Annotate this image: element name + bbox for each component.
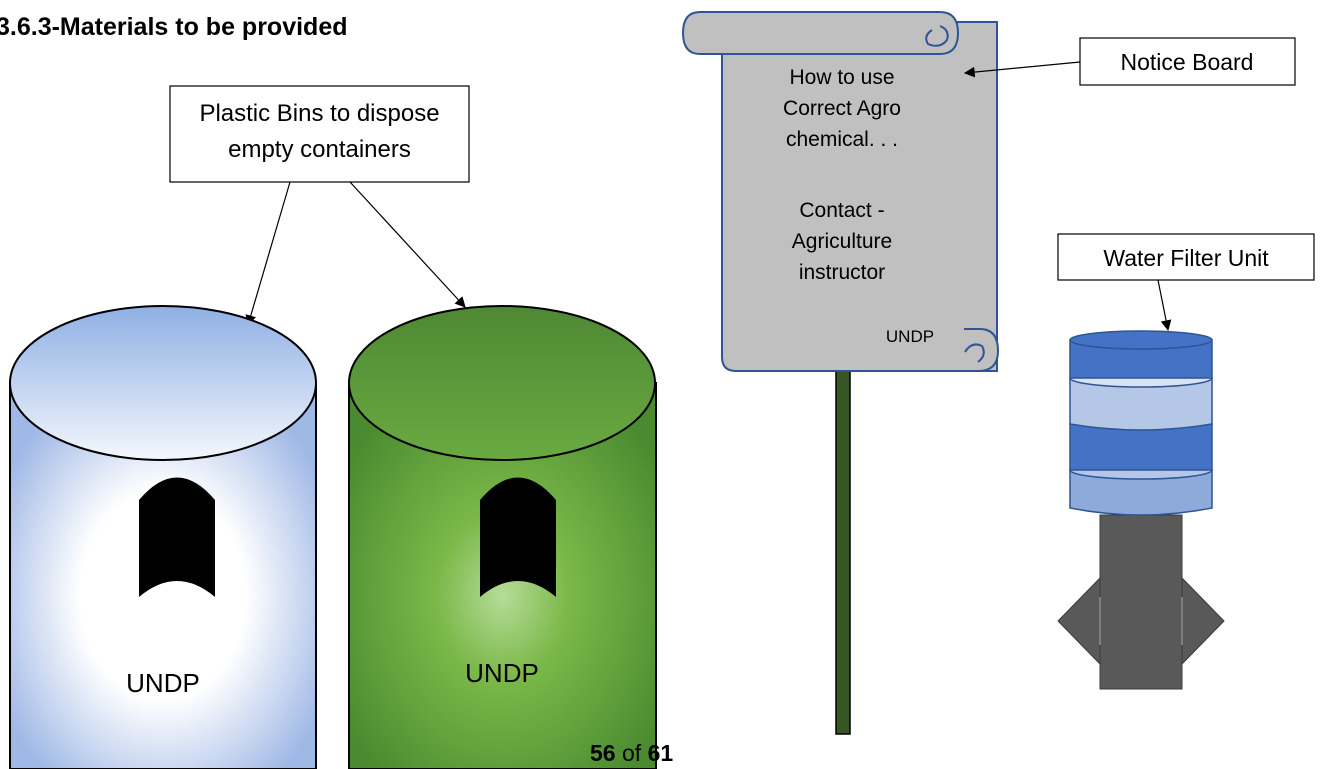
notice-board-text-2: Contact - Agriculture instructor	[722, 195, 962, 288]
notice-board-mark: UNDP	[886, 327, 934, 346]
notice-line: chemical. . .	[785, 128, 899, 151]
page-of: of	[621, 740, 642, 766]
notice-board-callout-box	[1079, 37, 1296, 86]
blue-bin-handle-hole	[139, 477, 215, 597]
notice-line: instructor	[798, 261, 886, 284]
page-total: 61	[647, 740, 674, 766]
notice-board-text-1: How to use Correct Agro chemical. . .	[722, 62, 962, 155]
water-filter-callout: Water Filter Unit	[1103, 245, 1269, 271]
section-heading: 3.6.3-Materials to be provided	[0, 13, 348, 41]
notice-board-arrow	[963, 61, 1081, 78]
green-bin-label: UNDP	[465, 658, 539, 688]
water-filter-unit	[1057, 330, 1225, 690]
water-filter-callout-box	[1057, 233, 1315, 281]
bins-arrow-right	[349, 181, 466, 308]
bins-callout-line-2: empty containers	[228, 136, 411, 163]
blue-bin-label: UNDP	[126, 668, 200, 698]
green-bin-handle-hole	[480, 477, 556, 597]
notice-line: Correct Agro	[783, 97, 901, 120]
notice-board-post	[835, 365, 851, 735]
notice-board-scroll	[681, 11, 1000, 372]
page-current: 56	[590, 740, 616, 766]
green-bin	[348, 305, 657, 769]
blue-bin	[9, 305, 317, 769]
bins-callout-box	[169, 85, 470, 183]
water-filter-arrow	[1157, 279, 1172, 332]
page-number: 56 of 61	[590, 740, 673, 767]
bins-arrow-left	[245, 181, 291, 327]
notice-board-callout: Notice Board	[1121, 49, 1254, 75]
bins-callout-text: Plastic Bins to dispose empty containers	[170, 96, 469, 168]
bins-callout-line-1: Plastic Bins to dispose	[199, 100, 440, 127]
notice-line: How to use	[789, 66, 895, 89]
notice-line: Contact -	[799, 199, 885, 222]
notice-line: Agriculture	[791, 230, 893, 253]
